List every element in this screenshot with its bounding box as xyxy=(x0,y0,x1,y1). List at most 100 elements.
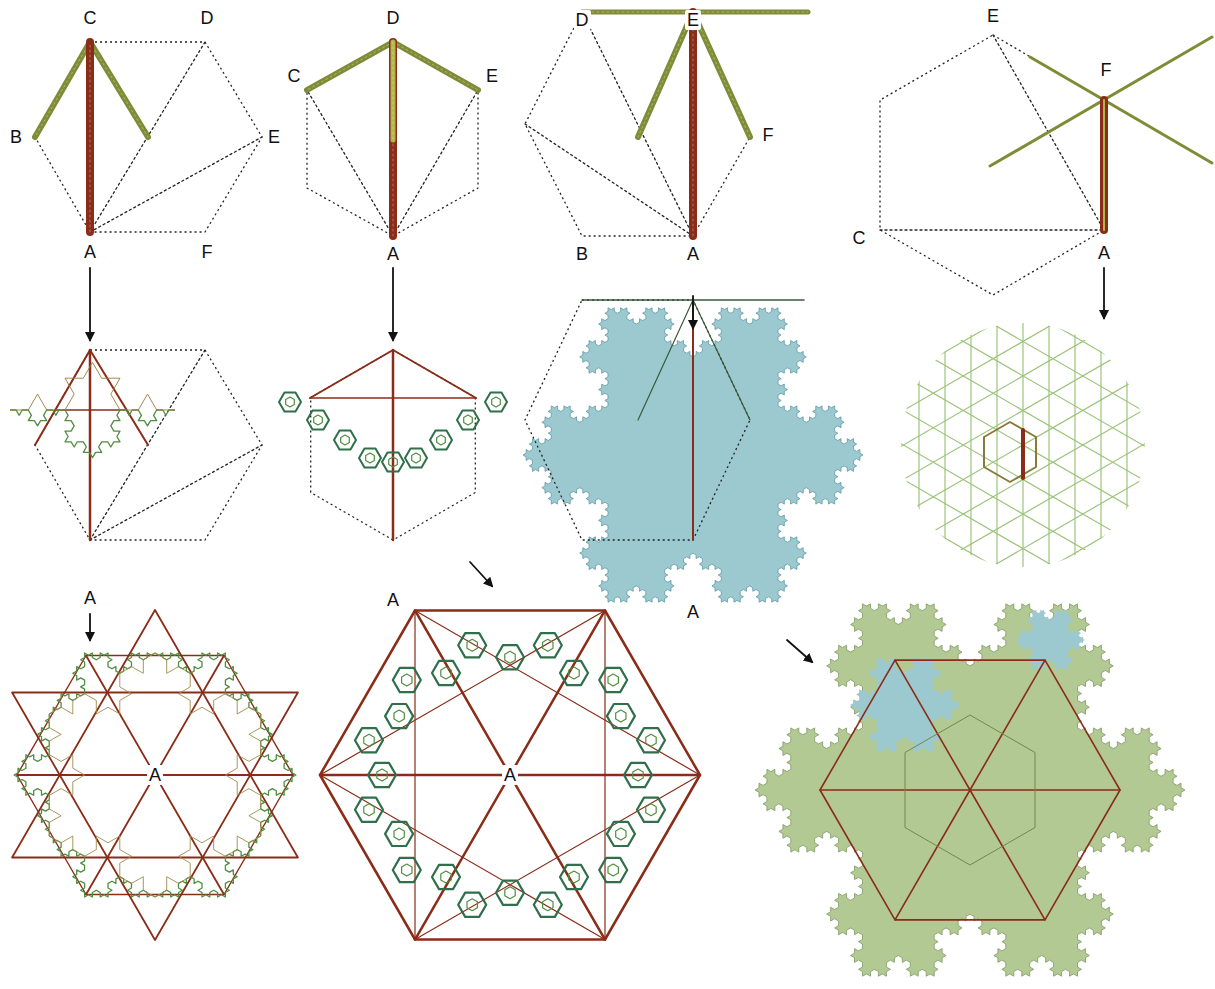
dotted-hexagon xyxy=(525,300,750,540)
grid-line xyxy=(944,300,945,590)
grid-line xyxy=(866,300,867,590)
triangle-grid xyxy=(614,36,1215,854)
hexagon-cluster xyxy=(637,728,665,752)
inner-hexagon xyxy=(905,715,1035,865)
hexagon-cluster xyxy=(314,415,323,425)
hexagon-cluster xyxy=(637,798,665,822)
grid-line xyxy=(913,36,1215,336)
dotted-hexagon xyxy=(307,42,478,236)
hexagon-cluster xyxy=(457,411,479,430)
red-line xyxy=(970,790,1045,920)
red-line xyxy=(89,350,92,540)
grid-line xyxy=(838,166,1215,466)
olive-bar-hatch xyxy=(90,42,148,137)
hexagon-cluster xyxy=(368,763,396,787)
arrow xyxy=(89,614,91,640)
hexagon-cluster xyxy=(464,415,473,425)
hexagon-cluster xyxy=(402,674,412,686)
hexagon-cluster xyxy=(607,704,635,728)
dotted-hexagon xyxy=(525,12,750,236)
hexagon-cluster xyxy=(608,674,618,686)
hexagon-cluster xyxy=(505,651,515,663)
hexagon-cluster xyxy=(543,899,553,911)
hexagon-cluster xyxy=(432,661,460,685)
vertex-label: A xyxy=(685,602,701,622)
dotted-line xyxy=(90,137,262,232)
grid-line xyxy=(1074,300,1075,590)
hexagon-cluster xyxy=(569,871,579,883)
olive-bar xyxy=(693,12,750,137)
hexagon-cluster xyxy=(599,668,627,692)
hexagon-cluster xyxy=(430,431,452,450)
hexagon-cluster xyxy=(437,435,446,445)
red-bar xyxy=(1021,430,1025,478)
hexagon-cluster xyxy=(560,865,588,889)
arrow xyxy=(692,296,694,328)
hexagon-cluster xyxy=(385,822,413,846)
red-line xyxy=(393,350,476,398)
dotted-line xyxy=(90,445,262,540)
grid-line xyxy=(688,166,1208,466)
red-line xyxy=(310,350,393,398)
grid-line xyxy=(840,300,841,590)
hexagon-cluster xyxy=(405,449,427,468)
koch-ring xyxy=(49,714,84,836)
grid-line xyxy=(778,269,1215,569)
grid-line xyxy=(659,114,1179,414)
koch-ring xyxy=(49,653,155,714)
grid-line xyxy=(718,217,1215,517)
grid-line xyxy=(614,36,1134,336)
hexagon-cluster xyxy=(458,633,486,657)
red-line xyxy=(692,300,694,540)
vertex-label: A xyxy=(502,765,518,785)
grid-line xyxy=(892,300,893,590)
arrow xyxy=(787,640,812,662)
hexagon-cluster xyxy=(377,769,387,781)
grid-line xyxy=(868,114,1215,414)
red-hexagon xyxy=(17,656,293,895)
koch-ring xyxy=(49,836,155,897)
hexagon-cluster xyxy=(485,393,507,412)
hexagon-cluster xyxy=(534,893,562,917)
hexagon-cluster xyxy=(467,899,477,911)
hexagon-cluster xyxy=(569,667,579,679)
koch-ring xyxy=(49,653,155,714)
dotted-hexagon xyxy=(35,42,262,232)
koch-curve xyxy=(10,362,175,410)
koch-ring xyxy=(14,714,49,836)
hexagon-cluster xyxy=(534,633,562,657)
grid-line xyxy=(814,300,815,590)
arrow xyxy=(470,562,492,586)
dotted-line xyxy=(307,90,393,236)
koch-ring xyxy=(155,836,261,897)
hexagon-cluster xyxy=(394,828,404,840)
grid-line xyxy=(1022,300,1023,590)
grid-line xyxy=(1100,300,1101,590)
hexagon-cluster xyxy=(412,453,421,463)
teal-patch xyxy=(1015,610,1085,671)
grid-line xyxy=(1204,300,1205,590)
hexagon-cluster xyxy=(599,858,627,882)
yellow-bar xyxy=(391,42,396,140)
hexagon-cluster xyxy=(394,710,404,722)
hexagon-cluster xyxy=(441,871,451,883)
vertex-label: E xyxy=(266,127,282,147)
hexagon-cluster xyxy=(458,893,486,917)
hexagon-cluster xyxy=(608,864,618,876)
grid-line xyxy=(793,243,1215,543)
dotted-line xyxy=(880,229,1104,230)
olive-line xyxy=(1103,100,1105,230)
koch-ring xyxy=(155,836,261,897)
grid-line xyxy=(1152,300,1153,590)
hexagon-cluster xyxy=(616,828,626,840)
olive-bar xyxy=(90,42,148,137)
hexagon-cluster xyxy=(393,858,421,882)
vertex-label: D xyxy=(574,10,591,30)
red-bar-hatch xyxy=(1104,100,1105,230)
hexagon-cluster xyxy=(279,393,301,412)
grid-line xyxy=(1126,300,1127,590)
grid-line xyxy=(733,243,1215,543)
grid-line xyxy=(762,300,763,590)
koch-ring xyxy=(155,653,261,714)
olive-bar-hatch xyxy=(393,42,478,90)
